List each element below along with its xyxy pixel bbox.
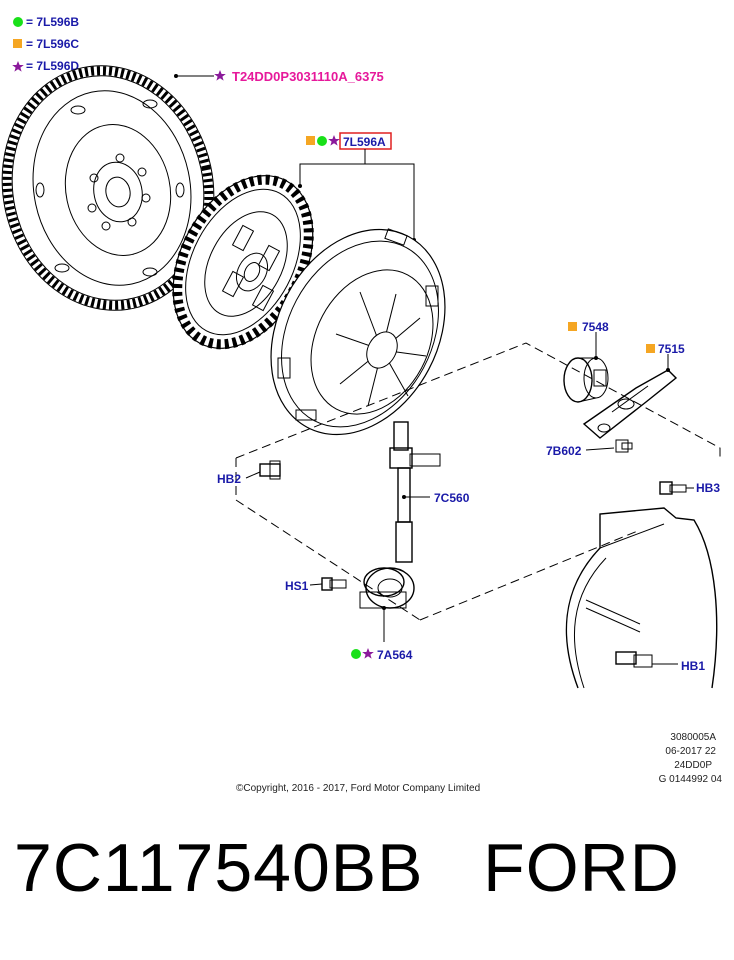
pressure-plate bbox=[270, 228, 446, 436]
ref-line-1: 3080005A bbox=[670, 732, 716, 743]
flywheel-ring-gear bbox=[1, 65, 215, 311]
hb2-callout: HB2 bbox=[217, 472, 241, 486]
green-circle-icon bbox=[13, 17, 23, 27]
hb2-bolt bbox=[245, 460, 281, 480]
hb3-callout: HB3 bbox=[696, 481, 720, 495]
orange-square-icon bbox=[568, 322, 577, 331]
ref-line-2: 06-2017 22 bbox=[665, 746, 716, 757]
hb1-callout: HB1 bbox=[681, 659, 705, 673]
purple-star-icon bbox=[214, 70, 226, 81]
clutch-kit-label: 7L596A bbox=[343, 135, 386, 149]
bellhousing bbox=[565, 507, 718, 689]
slave-callout: 7A564 bbox=[377, 648, 413, 662]
bearing-callout: 7548 bbox=[582, 320, 609, 334]
release-fork bbox=[582, 354, 678, 439]
flywheel-bolt-holes bbox=[87, 153, 151, 231]
legend-item-7l596c: = 7L596C bbox=[26, 37, 79, 51]
clutch-kit-callout: 7L596A bbox=[298, 132, 416, 242]
legend-item-7l596b: = 7L596B bbox=[26, 15, 79, 29]
fork-bolt bbox=[585, 439, 633, 453]
alignment-lines bbox=[235, 342, 721, 621]
purple-star-icon bbox=[12, 61, 24, 72]
purple-star-icon bbox=[362, 648, 374, 659]
hb3-bolt bbox=[659, 481, 694, 495]
purple-star-icon bbox=[328, 135, 340, 146]
green-circle-icon bbox=[351, 649, 361, 659]
fork-callout: 7515 bbox=[658, 342, 685, 356]
hb1-bolt bbox=[615, 651, 678, 668]
orange-square-icon bbox=[306, 136, 315, 145]
release-bearing bbox=[563, 332, 609, 403]
ref-line-4: G 0144992 04 bbox=[659, 774, 723, 785]
flywheel bbox=[1, 65, 215, 311]
hs1-callout: HS1 bbox=[285, 579, 309, 593]
orange-square-icon bbox=[646, 344, 655, 353]
legend: = 7L596B = 7L596C = 7L596D bbox=[12, 15, 79, 73]
flywheel-callout: T24DD0P3031110A_6375 bbox=[232, 69, 384, 84]
tube-callout: 7C560 bbox=[434, 491, 470, 505]
ref-line-3: 24DD0P bbox=[674, 760, 712, 771]
hs1-bolt bbox=[309, 577, 347, 591]
flywheel-pockets bbox=[35, 99, 185, 277]
copyright-text: ©Copyright, 2016 - 2017, Ford Motor Comp… bbox=[236, 783, 480, 794]
green-circle-icon bbox=[317, 136, 327, 146]
orange-square-icon bbox=[13, 39, 22, 48]
hydraulic-tube bbox=[389, 421, 441, 563]
reference-block: 3080005A 06-2017 22 24DD0P G 0144992 04 bbox=[659, 732, 723, 785]
legend-item-7l596d: = 7L596D bbox=[26, 59, 79, 73]
slave-cylinder bbox=[359, 567, 415, 642]
part-number-title: 7C117540BB FORD bbox=[14, 830, 680, 906]
damper-springs bbox=[221, 224, 281, 312]
fork-bolt-callout: 7B602 bbox=[546, 444, 582, 458]
pressure-plate-lugs bbox=[277, 228, 439, 421]
